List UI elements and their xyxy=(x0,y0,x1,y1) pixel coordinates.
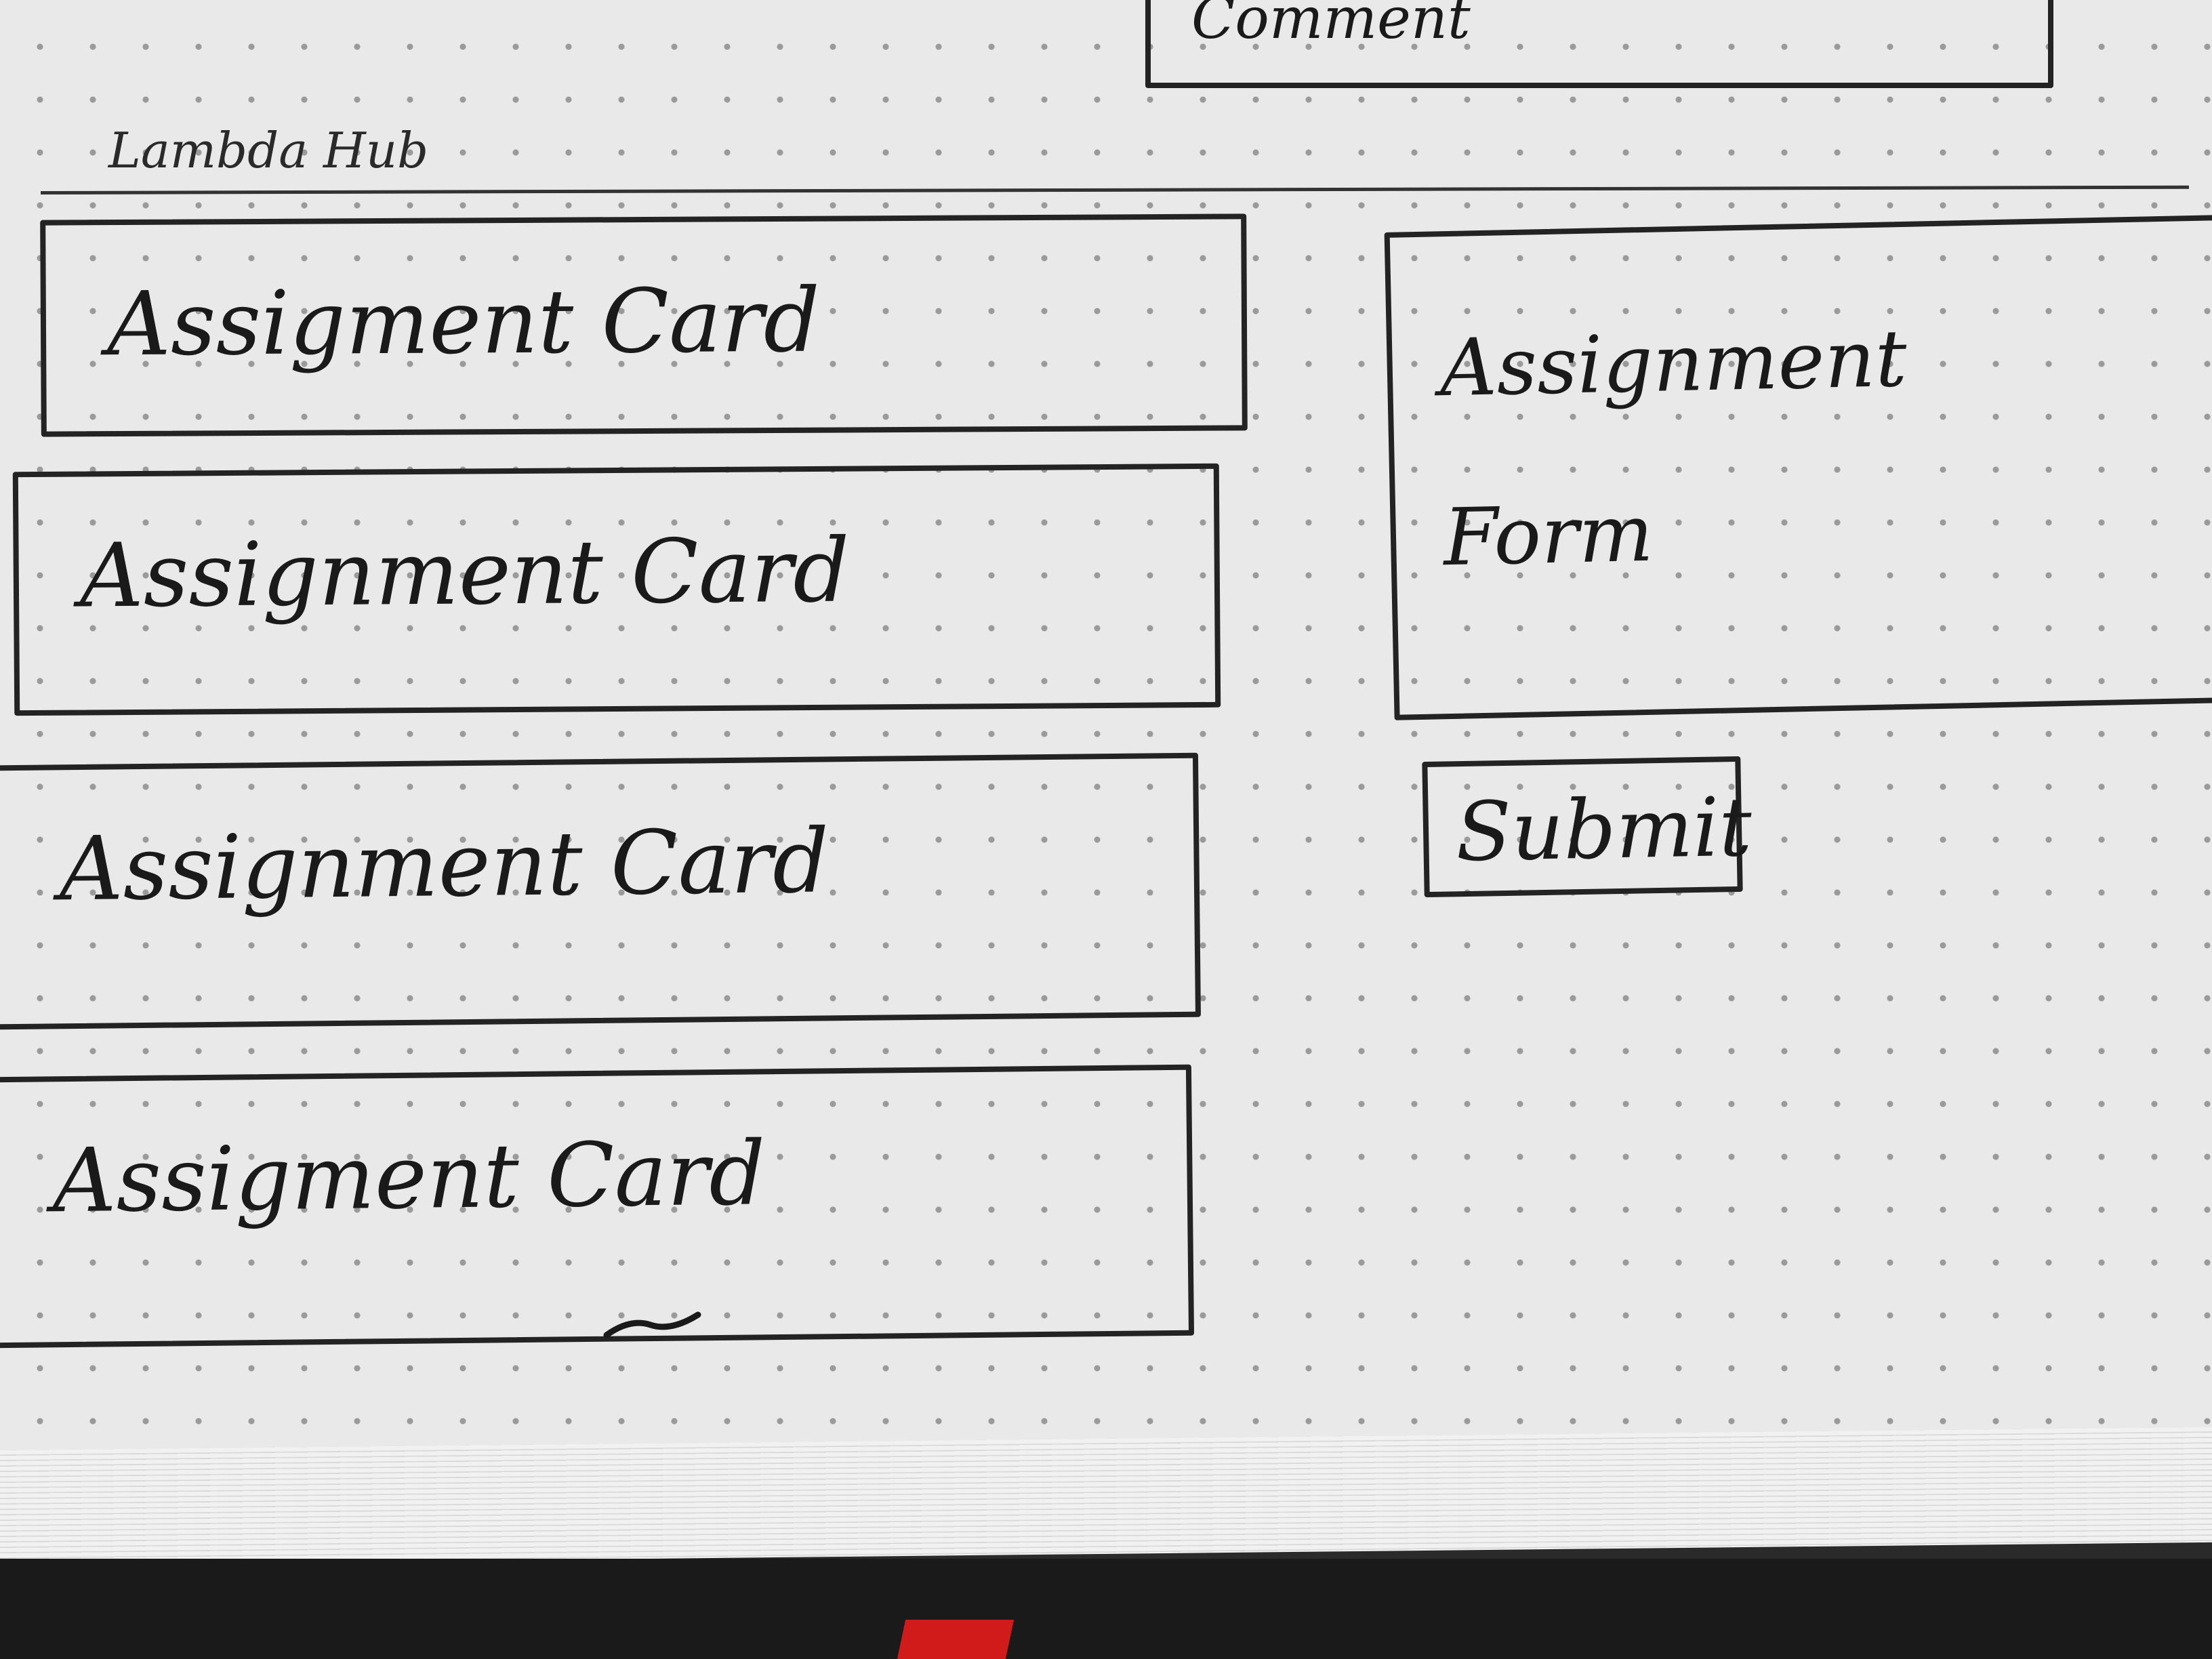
notebook-page xyxy=(0,0,2212,1477)
ink-squiggle xyxy=(603,1311,701,1338)
notebook-cover xyxy=(0,1559,2212,1659)
bookmark-ribbon xyxy=(897,1620,1015,1659)
assignment-card-label: Assignment Card xyxy=(79,518,851,628)
page-edges xyxy=(0,1427,2212,1565)
assignment-card-label: Assigment Card xyxy=(106,268,821,376)
assignment-card-label: Assignment Card xyxy=(58,809,830,921)
assignment-form[interactable]: Assignment Form xyxy=(1384,215,2212,720)
submit-button[interactable]: Submit xyxy=(1422,756,1753,898)
assignment-card[interactable]: Assignment Card xyxy=(12,463,1221,716)
assignment-card-label: Assigment Card xyxy=(52,1122,766,1233)
assignment-card[interactable]: Assigment Card xyxy=(40,213,1248,437)
assignment-card[interactable]: Assignment Card xyxy=(0,752,1201,1030)
assignment-form-title: Assignment Form xyxy=(1439,312,1908,584)
comment-box[interactable]: Comment xyxy=(1145,0,2053,88)
submit-button-label: Submit xyxy=(1454,780,1753,880)
assignment-card[interactable]: Assigment Card xyxy=(0,1064,1195,1349)
app-title: Lambda Hub xyxy=(108,122,429,179)
comment-label: Comment xyxy=(1191,0,1471,52)
